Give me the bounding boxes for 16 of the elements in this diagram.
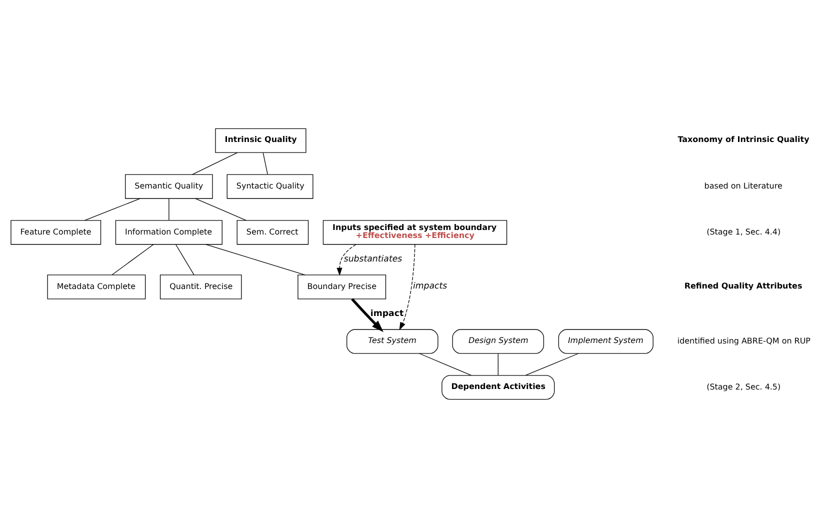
- connector: [84, 198, 140, 220]
- connector: [205, 244, 306, 275]
- arrow: [399, 244, 416, 330]
- edge-label: substantiates: [344, 254, 402, 264]
- connector: [176, 244, 194, 275]
- arrow: [336, 244, 356, 276]
- connector: [262, 152, 268, 174]
- connector: [525, 352, 579, 376]
- edge-label: impact: [370, 308, 404, 318]
- connector: [195, 198, 247, 220]
- connector: [419, 352, 472, 376]
- connector: [192, 152, 238, 174]
- connector: [168, 198, 170, 220]
- edge-label: impacts: [413, 281, 448, 292]
- arrow: [351, 298, 384, 332]
- connector: [112, 244, 154, 275]
